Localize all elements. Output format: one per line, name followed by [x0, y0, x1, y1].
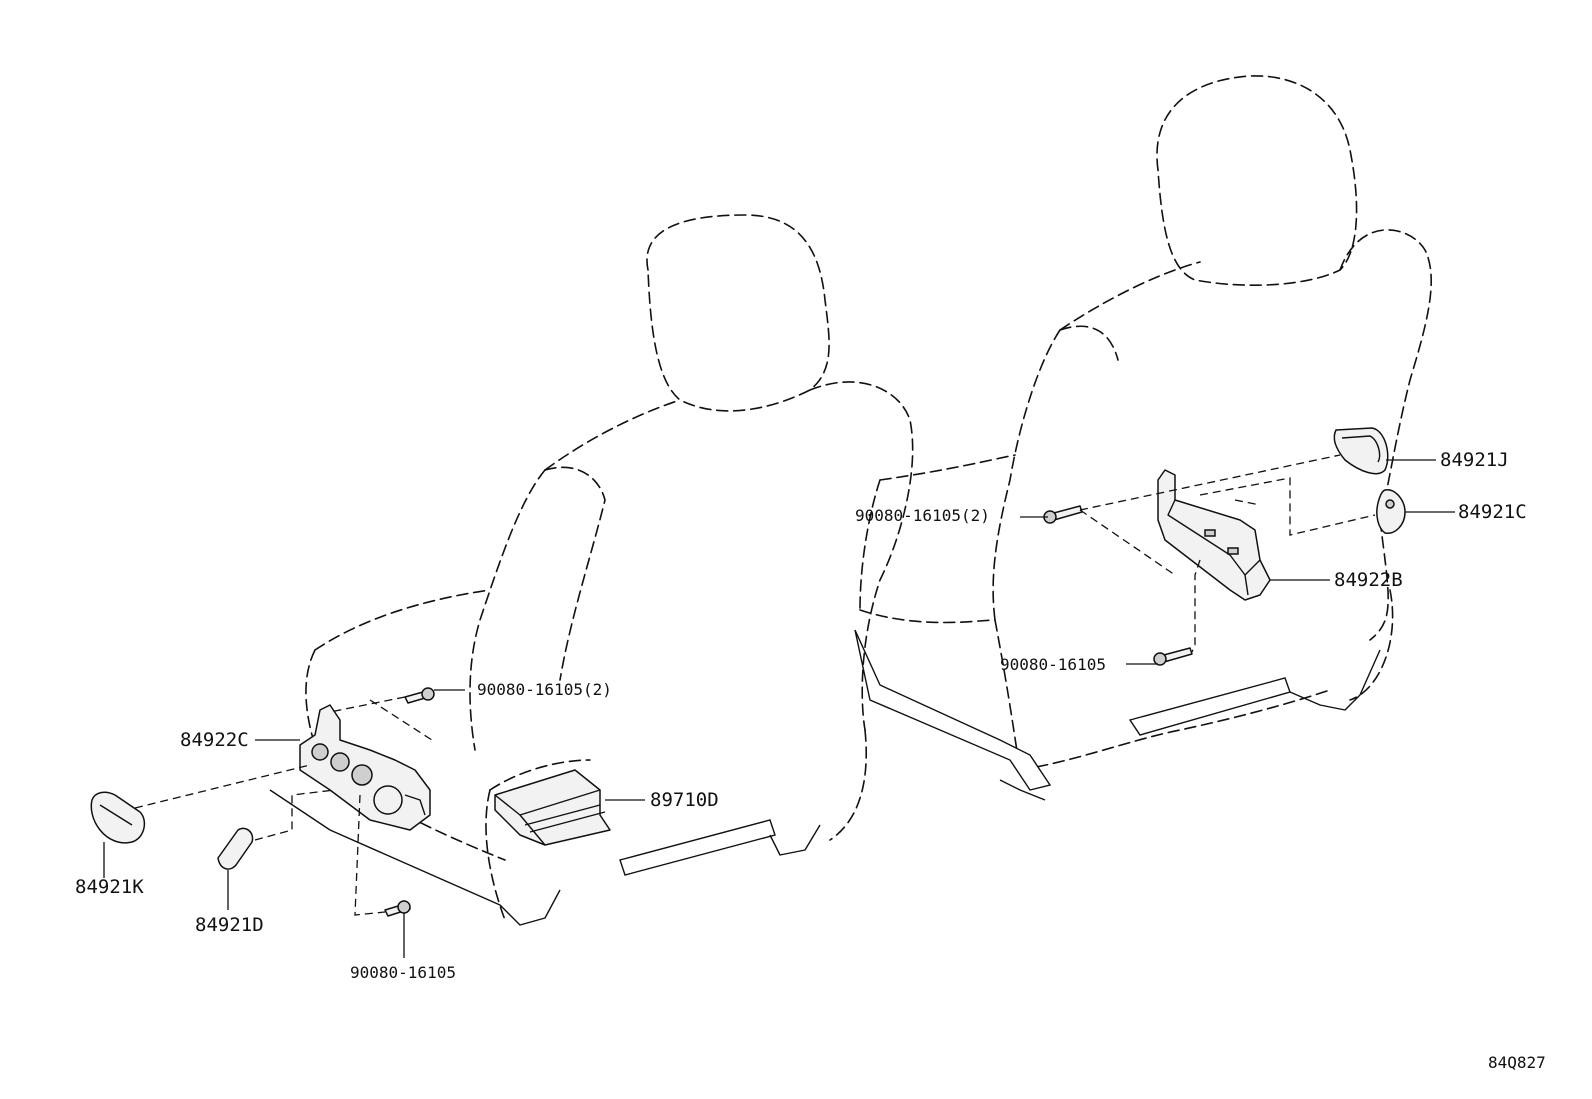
left-knob-rear [90, 791, 146, 844]
right-seat-outline [859, 75, 1432, 771]
left-bolt-upper [404, 687, 435, 704]
label-left-bolt-lower: 90080-16105 [350, 963, 456, 982]
left-connection-lines [134, 696, 436, 916]
right-knob-lower [1376, 489, 1406, 534]
label-right-bolt-lower: 90080-16105 [1000, 655, 1106, 674]
left-seat-rails [269, 789, 821, 926]
label-left-module: 89710D [650, 789, 719, 811]
label-right-switch-assembly: 84922B [1334, 569, 1403, 591]
label-left-knob-front: 84921D [195, 914, 264, 936]
label-right-knob-lower: 84921C [1458, 501, 1527, 523]
right-leaders [1020, 459, 1455, 665]
left-knob-front [217, 827, 254, 870]
right-seat-rails [854, 629, 1381, 801]
left-switch-assembly [299, 704, 431, 831]
right-connection-lines [1079, 454, 1376, 653]
left-module [494, 769, 611, 846]
label-right-knob-upper: 84921J [1440, 449, 1509, 471]
label-left-knob-rear: 84921K [75, 876, 144, 898]
right-bolt-upper [1043, 505, 1083, 524]
left-bolt-lower [384, 900, 411, 917]
label-right-bolt-upper: 90080-16105(2) [855, 506, 990, 525]
diagram-code: 84Q827 [1488, 1053, 1546, 1072]
left-leaders [103, 689, 645, 958]
label-left-switch-assembly: 84922C [180, 729, 249, 751]
right-knob-upper [1333, 427, 1389, 475]
right-bolt-lower [1153, 647, 1193, 666]
label-left-bolt-upper: 90080-16105(2) [477, 680, 612, 699]
right-switch-assembly [1157, 469, 1271, 601]
